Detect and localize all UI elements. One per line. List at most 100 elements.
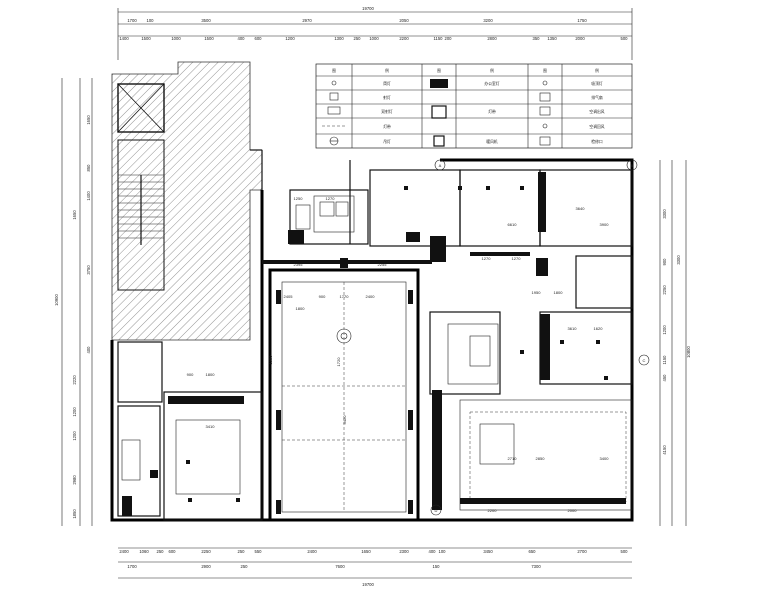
overall-left-dim: 10900: [54, 294, 59, 306]
bottom-dim-13: 3450: [483, 549, 493, 554]
left-dim-9: 2980: [72, 475, 77, 485]
bottom2-dim-1: 1700: [127, 564, 137, 569]
bottom-dim-1: 2400: [119, 549, 129, 554]
ceiling-light-icon: [542, 80, 548, 86]
elevator-shaft: [117, 83, 165, 133]
room-dim-23: 2000: [568, 508, 578, 513]
legend-label-2-1: 射灯: [383, 95, 391, 100]
top2-dim-15: 350: [533, 36, 541, 41]
left-dim-7: 1200: [72, 407, 77, 417]
room-dim-7: 1800: [296, 306, 306, 311]
callout-a: A: [439, 163, 442, 168]
room-dim-1: 2395: [294, 262, 304, 267]
right-dim-2: 900: [662, 258, 667, 266]
legend-label-5-3: 检修口: [591, 139, 603, 144]
bottom-dim-7: 550: [255, 549, 263, 554]
bottom2-dim-4: 7600: [335, 564, 345, 569]
right-dim-5: 1150: [662, 355, 667, 365]
top2-dim-1: 1400: [119, 36, 129, 41]
left-dim-10: 1850: [72, 509, 77, 519]
legend-label-1-1: 筒灯: [383, 81, 391, 86]
top2-dim-8: 1300: [334, 36, 344, 41]
legend-label-2-3: 排气扇: [591, 95, 603, 100]
legend-label-3-1: 双射灯: [381, 109, 393, 114]
bottom-dim-8: 2400: [307, 549, 317, 554]
room-dim-20: 3610: [568, 326, 578, 331]
top2-dim-17: 2000: [575, 36, 585, 41]
room-dim-28: 1250: [294, 196, 304, 201]
legend-table: 图 例 图 例 图 例 筒灯 办公室灯 吸顶灯 射灯 排气扇 双射灯 灯带 空调…: [315, 63, 633, 149]
top-dim-3: 3500: [201, 18, 211, 23]
bottom-dim-3: 250: [157, 549, 165, 554]
bottom-dim-10: 2300: [399, 549, 409, 554]
right-dim-4: 1200: [662, 325, 667, 335]
left-dim-6: 2220: [72, 375, 77, 385]
bottom2-dim-3: 250: [241, 564, 249, 569]
bottom-dim-15: 2700: [577, 549, 587, 554]
bottom-dim-12: 100: [439, 549, 447, 554]
room-dimension-labels: 2395 2255 2405 900 1770 2400 1800 1720 1…: [187, 196, 610, 513]
legend-label-1-3: 吸顶灯: [591, 81, 603, 86]
room-dim-16: 1270: [482, 256, 492, 261]
bottom2-dim-5: 150: [433, 564, 441, 569]
legend-header-3: 图: [437, 69, 441, 73]
office-light-icon: [430, 79, 448, 88]
right-dimension-lines: 10800 3300 900 2250 1200 1150 450 3300 4…: [659, 160, 691, 526]
heater-icon: [431, 105, 447, 119]
top2-dim-18: 500: [621, 36, 629, 41]
room-dim-9: 1350: [268, 355, 273, 365]
top-dim-1: 1700: [127, 18, 137, 23]
bottom-dim-4: 600: [169, 549, 177, 554]
legend-header-6: 例: [595, 68, 599, 73]
stair-treads: [118, 174, 164, 245]
room-dim-11: 6610: [508, 222, 518, 227]
top-dim-7: 1750: [577, 18, 587, 23]
fixture-marks: [186, 186, 608, 504]
legend-header-2: 例: [385, 68, 389, 73]
room-dim-27: 3640: [576, 206, 586, 211]
legend-label-3-2: 灯带: [488, 109, 496, 114]
bottom-dimension-lines: 2400 1060 250 600 2250 250 550 2400 1650…: [118, 547, 632, 587]
stair-elevator-core: [111, 61, 263, 341]
double-spotlight-icon: [327, 106, 341, 115]
room-dim-4: 900: [319, 294, 326, 299]
top2-dim-16: 1350: [547, 36, 557, 41]
legend-label-4-1: 灯带: [383, 124, 391, 129]
exhaust-fan-icon: [539, 92, 551, 102]
ac-supply-icon: [539, 106, 551, 116]
bottom-dim-9: 1650: [361, 549, 371, 554]
ac-return-icon: [542, 123, 548, 129]
overall-right-dim: 10800: [686, 346, 691, 358]
toilet-block: [288, 189, 369, 268]
left-dim-2: 850: [86, 164, 91, 172]
room-dim-25: 1800: [206, 372, 216, 377]
left-dim-a: 1650: [72, 210, 77, 220]
top2-dim-14: 2800: [487, 36, 497, 41]
bottom2-dim-2: 2900: [201, 564, 211, 569]
legend-label-5-2: 暖风机: [486, 139, 498, 144]
callout-d: D: [435, 508, 438, 513]
downlight-icon: [331, 80, 337, 86]
callout-c: C: [643, 358, 646, 363]
right-dim-1: 3300: [662, 209, 667, 219]
room-dim-18: 1800: [554, 290, 564, 295]
legend-label-5-1: 吊灯: [383, 139, 391, 144]
top-centre-offices: [369, 169, 633, 276]
top-dim-2: 100: [147, 18, 155, 23]
inspection-icon: [539, 136, 551, 146]
room-dim-14: 2850: [536, 456, 546, 461]
right-dim-3: 2250: [662, 285, 667, 295]
room-dim-29: 1270: [326, 196, 336, 201]
room-dim-22: 2200: [488, 508, 498, 513]
right-dim-7: 3300: [676, 255, 681, 265]
legend-label-4-3: 空调回风: [589, 124, 604, 129]
top-dim-5: 2050: [399, 18, 409, 23]
room-dim-21: 1620: [594, 326, 604, 331]
room-dim-8: 1720: [336, 357, 341, 367]
room-dim-13: 3900: [600, 222, 610, 227]
bottom-dim-6: 250: [238, 549, 246, 554]
room-dim-15: 3400: [600, 456, 610, 461]
access-panel-icon: [433, 135, 445, 147]
bottom2-dim-6: 7300: [531, 564, 541, 569]
